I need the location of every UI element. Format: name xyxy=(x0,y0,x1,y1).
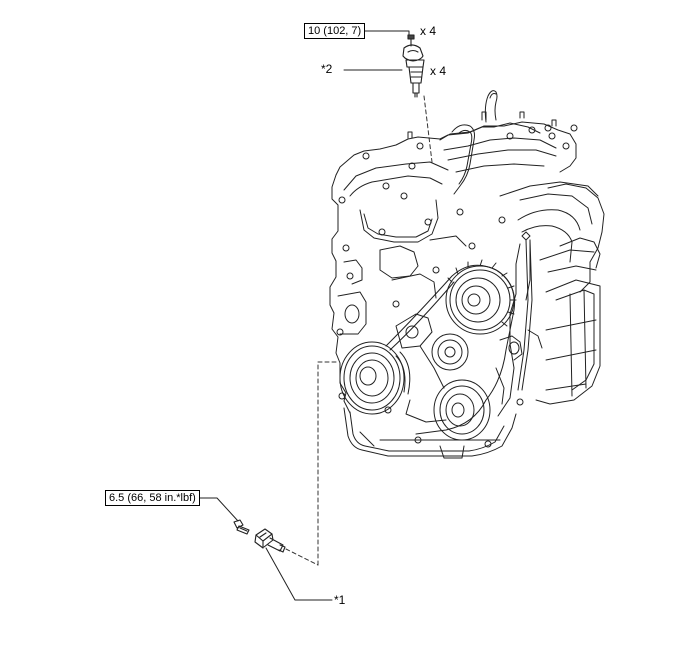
engine-assembly xyxy=(329,90,605,459)
idler-pulley xyxy=(431,333,469,371)
ignition-coil-icon xyxy=(402,44,425,98)
bolt-bottom-icon xyxy=(233,519,250,535)
torque-callout-top: 10 (102, 7) xyxy=(304,23,366,39)
tensioner-pulley xyxy=(433,379,491,441)
leader-lines xyxy=(199,30,410,601)
alternator-pulley xyxy=(445,259,517,335)
crankshaft-pulley xyxy=(339,341,411,415)
torque-callout-bottom: 6.5 (66, 58 in.*lbf) xyxy=(105,490,200,506)
bolt-quantity-label: x 4 xyxy=(420,24,437,38)
dashed-guides xyxy=(285,95,433,566)
crank-sensor-icon xyxy=(254,528,286,553)
drive-belt xyxy=(385,264,516,435)
block-bolts xyxy=(336,124,578,448)
part-label-sensor: *1 xyxy=(334,593,346,607)
bolt-top-icon xyxy=(407,34,415,47)
part-label-coil: *2 xyxy=(321,62,333,76)
coil-quantity-label: x 4 xyxy=(430,64,447,78)
